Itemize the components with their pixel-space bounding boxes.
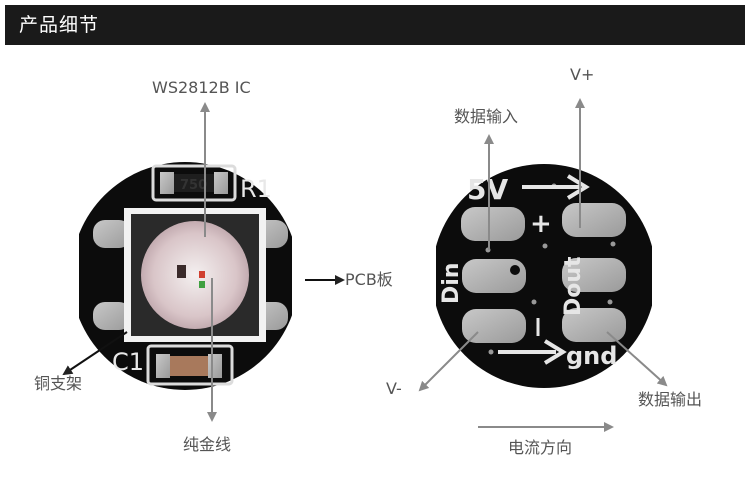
resistor-silkscreen-box	[151, 164, 237, 202]
led-die-green	[199, 281, 205, 288]
ws2812b-ic-chip	[177, 265, 186, 278]
label-vminus: V-	[386, 379, 402, 398]
right-callout-arrows	[418, 98, 668, 432]
din-via	[510, 265, 520, 275]
led-die-red	[199, 271, 205, 278]
label-gold-wire: 纯金线	[183, 435, 232, 454]
right-pad-dout	[562, 258, 626, 292]
resistor-value-text: 750	[180, 178, 207, 193]
capacitor-pad-right	[208, 354, 222, 378]
silk-dout-text: Dout	[561, 256, 586, 316]
capacitor-silkscreen-box	[146, 344, 234, 386]
label-data-input: 数据输入	[454, 107, 519, 126]
vminus-arrow	[418, 331, 479, 392]
label-current-direction: 电流方向	[508, 438, 573, 457]
right-pad-vplus	[562, 203, 626, 237]
left-pad-upper-left	[93, 220, 131, 248]
left-pcb-board	[71, 162, 300, 390]
silk-5v-text: 5V	[467, 173, 508, 206]
capacitor-ref-text: C1	[112, 348, 144, 376]
section-header: 产品细节	[5, 5, 745, 45]
left-board-flat-right	[292, 230, 300, 320]
label-copper-bracket: 铜支架	[34, 374, 83, 393]
bracket-arrow	[62, 331, 128, 376]
right-board-flat-left	[428, 232, 436, 318]
right-pad-5v	[461, 207, 525, 241]
left-board-flat-left	[71, 230, 79, 320]
silk-plus-text: +	[530, 209, 552, 239]
left-pad-lower-left	[93, 302, 131, 330]
resistor-pad-right	[214, 172, 228, 194]
label-pcb-board: PCB板	[345, 270, 393, 289]
label-data-output: 数据输出	[638, 390, 703, 409]
capacitor-body	[170, 356, 208, 376]
resistor-pad-left	[160, 172, 174, 194]
label-ws2812b-ic: WS2812B IC	[152, 78, 251, 97]
left-callout-arrows	[62, 102, 345, 422]
silk-din-text: Din	[439, 263, 464, 304]
right-pad-din	[462, 259, 526, 293]
silk-gnd-text: gnd	[566, 342, 617, 370]
data-out-arrow	[606, 331, 668, 387]
section-title: 产品细节	[19, 14, 100, 36]
label-vplus: V+	[570, 65, 595, 84]
capacitor-pad-left	[156, 354, 170, 378]
resistor-ref-text: R1	[240, 175, 272, 203]
led-lens	[141, 221, 249, 329]
right-board-flat-right	[652, 232, 660, 318]
right-pad-gnd-left	[462, 309, 526, 343]
